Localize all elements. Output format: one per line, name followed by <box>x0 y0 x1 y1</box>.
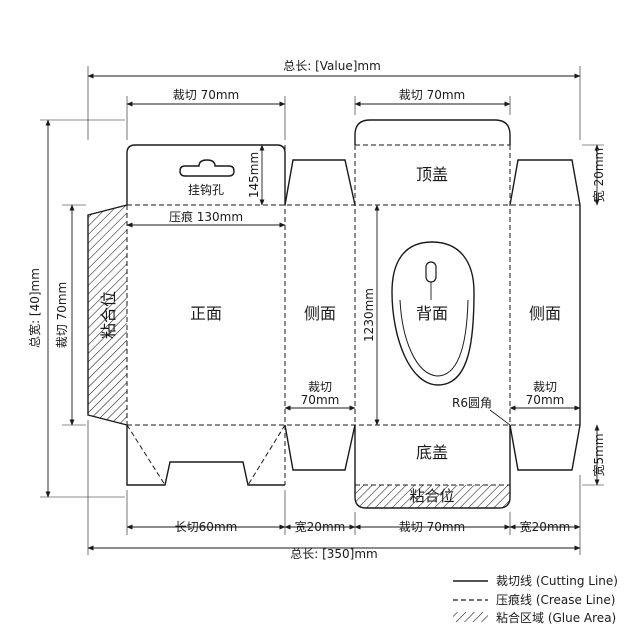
dimension-labels: 总长: [Value]mm 裁切 70mm 裁切 70mm 总宽: [40]mm… <box>27 59 606 561</box>
crease-lines <box>126 144 580 486</box>
length-60-label: 长切60mm <box>175 520 238 534</box>
height-1230-label: 1230mm <box>362 288 376 342</box>
width-20-b-label: 宽20mm <box>520 519 571 534</box>
side-cut-left-line1: 裁切 <box>308 380 332 394</box>
bottom-lid-label: 底盖 <box>416 443 448 462</box>
cut-70-right-label: 裁切 70mm <box>399 88 465 102</box>
legend: 裁切线 (Cutting Line) 压痕线 (Crease Line) 粘合区… <box>453 574 618 625</box>
legend-crease-label: 压痕线 (Crease Line) <box>496 592 615 607</box>
hanger-145-label: 145mm <box>247 152 261 198</box>
back-panel-label: 背面 <box>416 304 448 323</box>
cut-70-left-label: 裁切 70mm <box>173 88 239 102</box>
crease-130-label: 压痕 130mm <box>169 209 243 224</box>
legend-glue-swatch <box>453 612 488 622</box>
width-20-a-label: 宽20mm <box>295 519 346 534</box>
legend-glue-label: 粘合区域 (Glue Area) <box>496 610 616 625</box>
computer-mouse-icon <box>391 241 475 386</box>
total-length-top-label: 总长: [Value]mm <box>283 59 381 73</box>
side-cut-right-line2: 70mm <box>526 393 565 407</box>
side-left-panel-label: 侧面 <box>304 304 336 323</box>
panel-labels: 正面 侧面 背面 侧面 顶盖 底盖 粘合位 粘合位 挂钩孔 <box>99 165 561 505</box>
front-panel-label: 正面 <box>190 304 222 323</box>
total-length-bottom-label: 总长: [350]mm <box>290 547 378 561</box>
cut-70-bottom-label: 裁切 70mm <box>399 520 465 534</box>
cut-70-vertical-label: 裁切 70mm <box>55 282 69 348</box>
top-lid-label: 顶盖 <box>416 165 448 184</box>
radius-label: R6圆角 <box>452 396 492 410</box>
side-cut-left-line2: 70mm <box>301 393 340 407</box>
glue-area-vertical <box>88 205 127 425</box>
side-right-panel-label: 侧面 <box>529 304 561 323</box>
side-cut-right-line1: 裁切 <box>533 380 557 394</box>
width-20-top-label: 宽 20mm <box>591 148 606 202</box>
legend-cutting-label: 裁切线 (Cutting Line) <box>496 574 618 588</box>
total-width-label: 总宽: [40]mm <box>27 268 42 348</box>
glue-vertical-label: 粘合位 <box>99 291 118 339</box>
width-5-label: 宽5mm <box>591 433 606 476</box>
dimension-lines <box>40 66 604 555</box>
glue-area-bottom <box>355 485 510 508</box>
hanger-hole-label: 挂钩孔 <box>188 183 224 197</box>
glue-bottom-label: 粘合位 <box>409 487 454 505</box>
